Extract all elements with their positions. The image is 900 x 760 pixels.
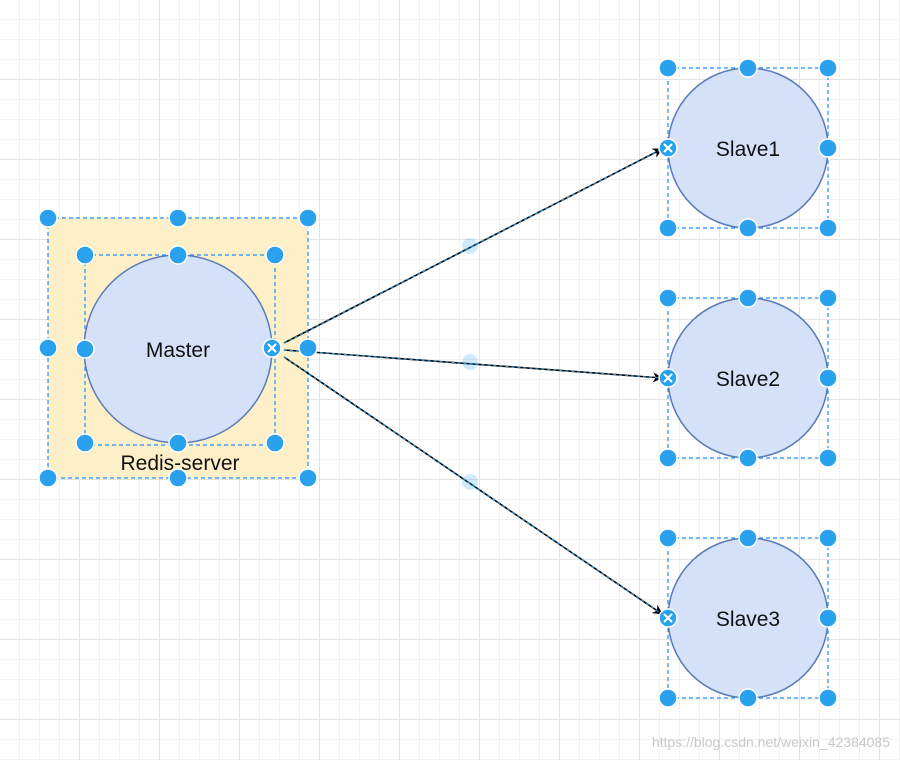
edge-midpoint-handle[interactable] <box>462 354 478 370</box>
slave2-label: Slave2 <box>716 368 780 391</box>
resize-handle[interactable] <box>818 528 838 548</box>
master-label: Master <box>146 339 210 362</box>
resize-handle[interactable] <box>38 208 58 228</box>
master-resize-handles[interactable] <box>75 245 285 453</box>
slave1-label: Slave1 <box>716 138 780 161</box>
resize-handle[interactable] <box>298 468 318 488</box>
slave2-connection-x-icon[interactable] <box>658 368 678 388</box>
resize-handle[interactable] <box>75 339 95 359</box>
master-connection-x-icon[interactable] <box>262 338 282 358</box>
resize-handle[interactable] <box>168 245 188 265</box>
slave3-resize-handles[interactable] <box>658 528 838 708</box>
resize-handle[interactable] <box>818 368 838 388</box>
resize-handle[interactable] <box>75 433 95 453</box>
container-label: Redis-server <box>120 452 239 475</box>
resize-handle[interactable] <box>298 208 318 228</box>
resize-handle[interactable] <box>298 338 318 358</box>
edge-master-slave3[interactable] <box>283 356 663 615</box>
slave-node-1[interactable]: Slave1 <box>667 67 829 229</box>
resize-handle[interactable] <box>658 218 678 238</box>
edge-master-slave1[interactable] <box>283 148 663 344</box>
edge-master-slave2[interactable] <box>283 349 663 383</box>
edge-selection-overlay <box>283 148 663 344</box>
slave-node-3[interactable]: Slave3 <box>667 537 829 699</box>
resize-handle[interactable] <box>38 338 58 358</box>
resize-handle[interactable] <box>658 58 678 78</box>
resize-handle[interactable] <box>738 218 758 238</box>
slave2-resize-handles[interactable] <box>658 288 838 468</box>
resize-handle[interactable] <box>738 448 758 468</box>
edge-line[interactable] <box>283 349 663 383</box>
edge-midpoint-handle[interactable] <box>462 238 478 254</box>
resize-handle[interactable] <box>38 468 58 488</box>
edge-midpoint-handle[interactable] <box>462 474 478 490</box>
slave1-connection-x-icon[interactable] <box>658 138 678 158</box>
resize-handle[interactable] <box>658 528 678 548</box>
resize-handle[interactable] <box>818 608 838 628</box>
resize-handle[interactable] <box>738 58 758 78</box>
resize-handle[interactable] <box>265 433 285 453</box>
resize-handle[interactable] <box>738 288 758 308</box>
resize-handle[interactable] <box>168 208 188 228</box>
resize-handle[interactable] <box>658 288 678 308</box>
edge-selection-overlay <box>283 356 663 615</box>
resize-handle[interactable] <box>818 138 838 158</box>
resize-handle[interactable] <box>658 448 678 468</box>
resize-handle[interactable] <box>818 58 838 78</box>
slave3-connection-x-icon[interactable] <box>658 608 678 628</box>
slave1-resize-handles[interactable] <box>658 58 838 238</box>
resize-handle[interactable] <box>818 218 838 238</box>
container-resize-handles[interactable] <box>38 208 318 488</box>
slave-node-2[interactable]: Slave2 <box>667 297 829 459</box>
watermark: https://blog.csdn.net/weixin_42384085 <box>651 734 890 750</box>
resize-handle[interactable] <box>738 528 758 548</box>
resize-handle[interactable] <box>818 688 838 708</box>
resize-handle[interactable] <box>738 688 758 708</box>
slave3-label: Slave3 <box>716 608 780 631</box>
resize-handle[interactable] <box>658 688 678 708</box>
resize-handle[interactable] <box>818 448 838 468</box>
resize-handle[interactable] <box>75 245 95 265</box>
resize-handle[interactable] <box>265 245 285 265</box>
resize-handle[interactable] <box>168 433 188 453</box>
resize-handle[interactable] <box>818 288 838 308</box>
resize-handle[interactable] <box>168 468 188 488</box>
